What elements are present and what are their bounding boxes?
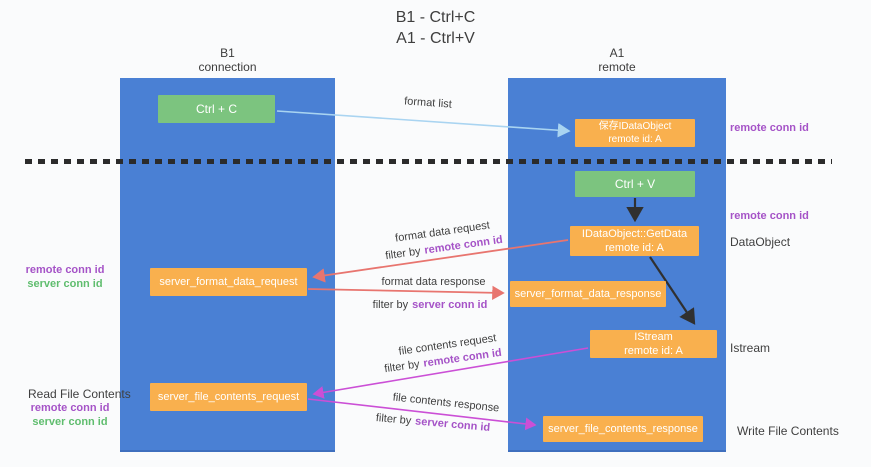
title-line-2: A1 - Ctrl+V xyxy=(396,30,475,47)
lane-b1-role: connection xyxy=(198,60,257,74)
filter-by-text-4: filter by xyxy=(375,412,412,428)
remote-conn-id-label-top: remote conn id xyxy=(730,122,809,134)
save-idataobject-box: 保存IDataObject remote id: A xyxy=(575,119,695,147)
server-file-contents-response-label: server_file_contents_response xyxy=(548,423,698,435)
server-format-data-request-box: server_format_data_request xyxy=(150,268,307,296)
server-file-contents-request-label: server_file_contents_request xyxy=(157,391,300,403)
save-idataobject-line2: remote id: A xyxy=(608,134,662,145)
format-data-response-label: format data response xyxy=(381,276,486,288)
left-remote-conn-id-2: remote conn id xyxy=(30,402,110,414)
filter-by-text-1: filter by xyxy=(384,245,422,263)
istream-box: IStream remote id: A xyxy=(590,330,717,358)
istream-line1: IStream xyxy=(634,331,673,343)
write-file-contents-label: Write File Contents xyxy=(737,424,839,438)
ctrl-v-label: Ctrl + V xyxy=(614,177,656,191)
left-remote-conn-id-1: remote conn id xyxy=(25,264,105,276)
lane-b1-name: B1 xyxy=(220,46,235,60)
dataobject-label: DataObject xyxy=(730,235,791,249)
machine-boundary-dashed-line xyxy=(25,159,832,164)
server-format-data-response-label: server_format_data_response xyxy=(514,288,662,300)
diagram-title: B1 - Ctrl+C A1 - Ctrl+V xyxy=(0,7,871,49)
server-conn-id-highlight-1: server conn id xyxy=(412,299,488,311)
getdata-line2: remote id: A xyxy=(605,242,664,254)
idataobject-getdata-box: IDataObject::GetData remote id: A xyxy=(570,226,699,256)
left-conn-ids-file: remote conn id server conn id xyxy=(20,401,120,429)
lane-a1-role: remote xyxy=(598,60,636,74)
ctrl-v-box: Ctrl + V xyxy=(575,171,695,197)
save-idataobject-line1: 保存IDataObject xyxy=(598,121,672,132)
format-list-arrow-label: format list xyxy=(403,95,453,111)
istream-side-label: Istream xyxy=(730,341,771,355)
server-file-contents-request-box: server_file_contents_request xyxy=(150,383,307,411)
server-file-contents-response-box: server_file_contents_response xyxy=(543,416,703,442)
left-server-conn-id-2: server conn id xyxy=(32,416,108,428)
title-line-1: B1 - Ctrl+C xyxy=(395,9,476,26)
getdata-line1: IDataObject::GetData xyxy=(581,228,688,240)
file-contents-response-label: file contents response xyxy=(392,391,500,415)
remote-conn-id-label-mid: remote conn id xyxy=(730,210,809,222)
left-server-conn-id-1: server conn id xyxy=(27,278,103,290)
filter-by-text-2: filter by xyxy=(372,299,409,311)
server-format-data-request-label: server_format_data_request xyxy=(159,276,298,288)
lane-header-a1: A1 remote xyxy=(508,46,726,74)
left-conn-ids-format: remote conn id server conn id xyxy=(17,263,113,291)
ctrl-c-label: Ctrl + C xyxy=(195,102,237,116)
ctrl-c-box: Ctrl + C xyxy=(158,95,275,123)
istream-line2: remote id: A xyxy=(624,345,683,357)
lane-header-b1: B1 connection xyxy=(120,46,335,74)
filter-by-text-3: filter by xyxy=(383,358,421,376)
read-file-contents-label: Read File Contents xyxy=(28,387,131,401)
lane-a1-name: A1 xyxy=(609,46,625,60)
server-format-data-response-box: server_format_data_response xyxy=(510,281,666,307)
arrow-format-data-response xyxy=(307,285,505,300)
server-conn-id-highlight-2: server conn id xyxy=(414,415,491,434)
